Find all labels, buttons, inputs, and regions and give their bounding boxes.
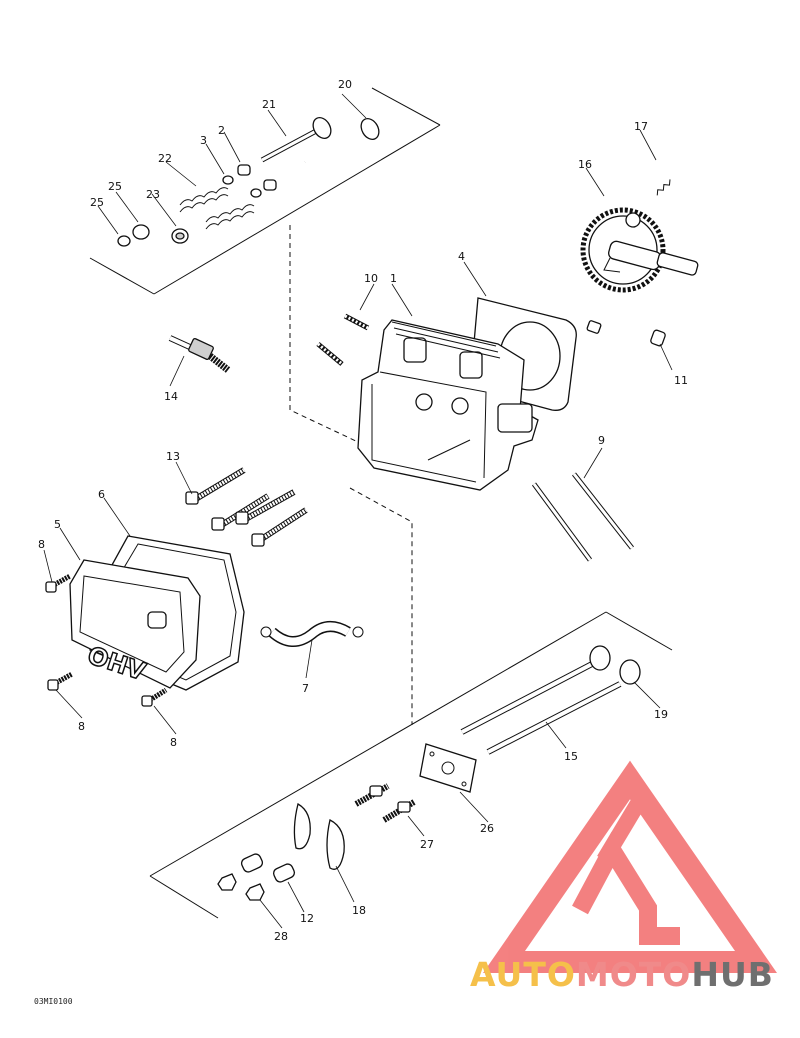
watermark-hub: HUB: [691, 955, 774, 994]
adjuster-stud-27: [354, 783, 416, 823]
retainer-3: [222, 175, 262, 198]
callout-25b: 25: [90, 196, 104, 209]
callout-18: 19: [654, 708, 668, 721]
seal-2: [237, 164, 277, 191]
screw-8: [45, 573, 168, 707]
callout-4: 4: [458, 250, 465, 263]
callout-6: 6: [98, 488, 105, 501]
stud-10: [316, 313, 370, 366]
washer-25: [117, 224, 150, 247]
callout-23: 23: [146, 188, 160, 201]
callout-15: 17: [634, 120, 648, 133]
callout-14: 16: [578, 158, 592, 171]
pushrod-16: [460, 661, 622, 755]
callout-21: 21: [262, 98, 276, 111]
valve-21: [260, 117, 332, 163]
camshaft-gear-14: [580, 207, 699, 293]
bolt-12: [185, 467, 308, 547]
callout-2: 2: [218, 124, 225, 137]
dashed-guides: [289, 225, 413, 725]
callout-22: 22: [158, 152, 172, 165]
tappet-11: [586, 320, 666, 347]
callout-8b: 8: [78, 720, 85, 733]
breather-hose-7: [260, 621, 364, 647]
callout-17: 18: [352, 904, 366, 917]
cylinder-head-1: [357, 319, 539, 491]
retainer-23: [171, 228, 189, 244]
callout-25a: 25: [108, 180, 122, 193]
callout-19: 12: [300, 912, 314, 925]
bottom-frame: [149, 611, 673, 919]
callout-9: 9: [598, 434, 605, 447]
leader-lines: [43, 93, 673, 929]
callout-7: 7: [302, 682, 309, 695]
callout-16: 15: [564, 750, 578, 763]
automotohub-logo: [483, 760, 777, 973]
callout-1: 1: [390, 272, 397, 285]
valve-cover-5: OHV: [69, 559, 201, 689]
callout-27: 27: [420, 838, 434, 851]
callout-8a: 8: [38, 538, 45, 551]
guide-plate-26: [419, 743, 477, 793]
callout-8c: 8: [170, 736, 177, 749]
watermark-auto: AUTO: [470, 955, 576, 994]
spring-15: [656, 179, 671, 196]
rocker-arm-17: [293, 803, 345, 870]
top-frame: [89, 87, 441, 295]
callout-20: 20: [338, 78, 352, 91]
callouts: 20 21 2 3 22 23 25 25 16 17 10 1 4 11 14…: [38, 78, 688, 943]
pivot-19: [240, 853, 296, 883]
spark-plug-13: [168, 335, 231, 373]
callout-10: 10: [364, 272, 378, 285]
tappet-18: [589, 645, 641, 685]
watermark-moto: MOTO: [576, 955, 691, 994]
callout-11: 11: [674, 374, 688, 387]
callout-5: 5: [54, 518, 61, 531]
callout-12: 13: [166, 450, 180, 463]
pushrod-stud-9: [531, 472, 634, 562]
callout-28: 28: [274, 930, 288, 943]
watermark-text: AUTOMOTOHUB: [470, 955, 774, 994]
spring-22: [179, 187, 255, 230]
valve-20: [304, 118, 380, 164]
document-code: 03MI0100: [34, 997, 73, 1006]
callout-26: 26: [480, 822, 494, 835]
nut-28: [217, 873, 265, 901]
callout-3: 3: [200, 134, 207, 147]
callout-13: 14: [164, 390, 178, 403]
